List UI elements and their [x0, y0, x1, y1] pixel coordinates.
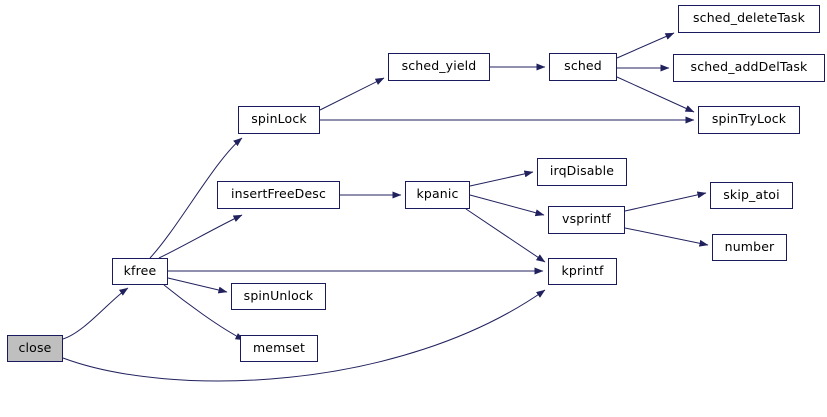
edge-vsprintf-to-number	[624, 227, 709, 247]
graph-node-label: spinUnlock	[243, 287, 314, 303]
graph-node-label: irqDisable	[549, 163, 615, 179]
edge-vsprintf-to-skip_atoi	[624, 191, 707, 212]
graph-node-label: skip_atoi	[723, 186, 780, 202]
graph-node-label: spinLock	[251, 111, 307, 127]
graph-node-label: kpanic	[416, 186, 459, 202]
graph-node-sched_deleteTask[interactable]: sched_deleteTask	[678, 5, 820, 33]
graph-node-spinLock[interactable]: spinLock	[238, 106, 320, 134]
graph-node-label: sched_deleteTask	[693, 10, 805, 26]
graph-node-sched[interactable]: sched	[549, 53, 617, 81]
graph-node-kpanic[interactable]: kpanic	[405, 181, 470, 209]
edge-kfree-to-spinUnlock	[167, 277, 228, 294]
edge-sched-to-spinTryLock	[616, 76, 695, 113]
graph-node-label: close	[18, 339, 52, 355]
graph-node-label: kfree	[123, 262, 157, 278]
graph-node-label: sched_yield	[401, 58, 477, 74]
edge-kpanic-to-vsprintf	[469, 194, 545, 217]
graph-node-spinTryLock[interactable]: spinTryLock	[698, 106, 800, 134]
graph-node-label: sched_addDelTask	[690, 59, 808, 75]
graph-node-skip_atoi[interactable]: skip_atoi	[710, 182, 793, 209]
graph-node-label: sched	[564, 58, 602, 74]
graph-node-label: spinTryLock	[711, 111, 787, 127]
edge-kpanic-to-kprintf	[465, 208, 546, 263]
graph-node-sched_yield[interactable]: sched_yield	[388, 53, 490, 81]
graph-node-label: kprintf	[561, 262, 604, 278]
graph-node-label: memset	[252, 339, 306, 355]
graph-node-memset[interactable]: memset	[240, 335, 318, 362]
edge-spinLock-to-sched_yield	[319, 77, 385, 111]
graph-node-sched_addDelTask[interactable]: sched_addDelTask	[673, 54, 825, 82]
graph-node-label: insertFreeDesc	[231, 186, 326, 202]
edge-close-to-kfree	[62, 287, 129, 340]
edge-kpanic-to-irqDisable	[469, 170, 534, 187]
graph-node-insertFreeDesc[interactable]: insertFreeDesc	[217, 181, 340, 209]
graph-node-kprintf[interactable]: kprintf	[548, 258, 617, 285]
graph-node-irqDisable[interactable]: irqDisable	[537, 158, 627, 186]
graph-node-number[interactable]: number	[712, 234, 787, 261]
graph-node-close[interactable]: close	[7, 335, 63, 362]
graph-node-spinUnlock[interactable]: spinUnlock	[231, 283, 326, 310]
graph-node-label: vsprintf	[562, 211, 611, 227]
graph-node-label: number	[724, 238, 775, 254]
edge-kfree-to-insertFreeDesc	[158, 214, 243, 259]
graph-node-kfree[interactable]: kfree	[112, 258, 168, 285]
graph-node-vsprintf[interactable]: vsprintf	[548, 206, 625, 234]
edge-sched-to-sched_deleteTask	[616, 32, 675, 59]
